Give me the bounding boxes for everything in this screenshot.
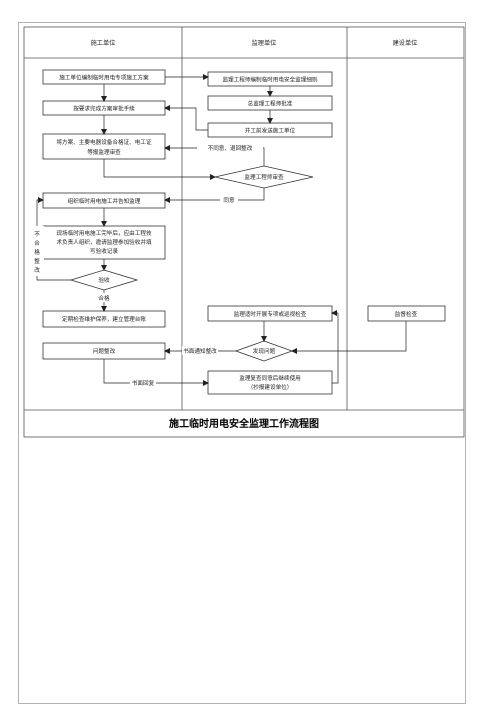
label-bg	[182, 346, 218, 355]
edge-label-written-reply: 书面回复	[132, 379, 155, 387]
edge-label-unqualified-4: 整	[34, 257, 40, 265]
node-submit-label-2: 等报监理审查	[87, 148, 121, 156]
node-submit-label-1: 将方案、主要电器设备合格证、电工证	[56, 138, 152, 146]
node-find-issue-decision	[234, 340, 294, 362]
label-bg	[94, 293, 114, 302]
edge-label-qualified: 合格	[98, 294, 110, 302]
node-submit	[42, 133, 166, 160]
edge-issue-to-construction	[164, 105, 208, 131]
edge-written-reply	[103, 359, 209, 386]
node-inspection-label: 监理适时开展专项或巡视检查	[234, 310, 307, 318]
node-chief-approve-label: 总监理工程师批准	[248, 100, 293, 108]
edge-label-unqualified-1: 不	[34, 231, 40, 238]
lane-header-supervision: 监理单位	[252, 39, 277, 47]
node-complete-label-2: 术负责人组织，邀请监理参加验收并填	[56, 238, 152, 246]
node-rectify-label: 问题整改	[93, 347, 116, 355]
edge-label-unqualified-2: 合	[34, 239, 40, 247]
diagram-title: 施工临时用电安全监理工作流程图	[169, 417, 319, 430]
label-bg	[197, 143, 263, 152]
edge-label-disagree: 不同意、退回整改	[208, 144, 253, 152]
lane-header-owner: 建设单位	[393, 39, 418, 47]
node-complete-label-1: 现场临时用电施工完毕后，应由工程技	[56, 229, 152, 237]
lane-header-construction: 施工单位	[91, 39, 116, 47]
node-supervise	[367, 305, 446, 322]
edge-label-agree: 同意	[223, 196, 235, 204]
edge-label-unqualified-5: 改	[34, 266, 40, 274]
label-bg	[130, 378, 156, 387]
node-organize-label: 组织临时用电施工并告知监理	[68, 197, 141, 205]
node-complete-label-3: 写验收记录	[90, 247, 118, 255]
node-plan-label: 施工单位编制临时用电专项施工方案	[59, 74, 149, 82]
node-engineer-review-label: 监理工程师审查	[244, 173, 284, 181]
node-rules-label: 监理工程师编制临时用电安全监理细则	[222, 76, 318, 84]
node-issue-label: 并工前发送施工单位	[245, 127, 296, 135]
node-acceptance-label: 验收	[98, 276, 110, 284]
swimlane-frame	[23, 26, 465, 438]
edge-recheck-to-inspection	[331, 310, 339, 384]
edge-supervise-to-find-issue	[291, 321, 407, 354]
node-regular-check-label: 定期检查维护保养，建立管理台账	[62, 315, 146, 323]
edge-submit-to-review	[103, 159, 216, 180]
edge-review-agree	[164, 188, 265, 203]
node-approval-label: 按要求完成方案审批手续	[73, 105, 135, 113]
edge-label-written-notice: 书面通知整改	[183, 347, 217, 355]
node-find-issue-label: 发现问题	[253, 347, 276, 355]
edge-label-unqualified-3: 格	[34, 248, 40, 256]
node-recheck-label-1: 监理复查同意后继续使用	[239, 374, 301, 382]
label-bg	[220, 195, 238, 204]
label-bg	[30, 226, 44, 276]
node-supervise-label: 监督检查	[395, 310, 418, 318]
node-recheck-label-2: （抄报建设单位）	[248, 383, 293, 391]
